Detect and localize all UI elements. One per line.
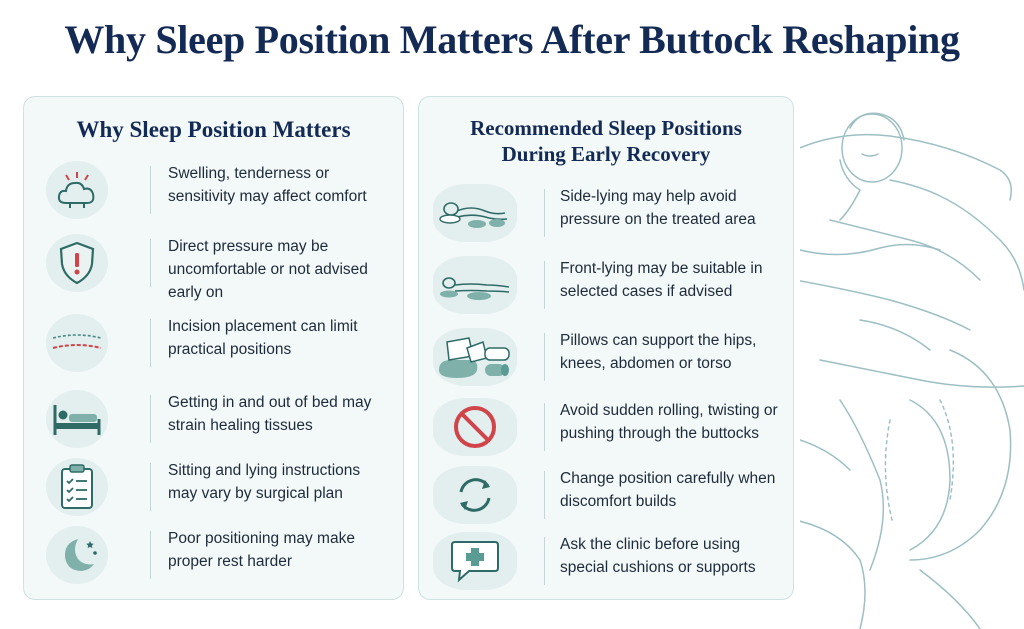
item-text: Ask the clinic before using special cush… — [560, 536, 756, 576]
list-item: Swelling, tenderness or sensitivity may … — [24, 156, 403, 224]
list-item: Side-lying may help avoid pressure on th… — [419, 179, 793, 247]
warning-shield-icon — [46, 234, 108, 292]
swelling-cloud-icon — [46, 161, 108, 219]
medical-chat-icon — [433, 532, 517, 590]
right-panel-title: Recommended Sleep Positions During Early… — [470, 116, 742, 166]
rotate-arrows-icon — [433, 466, 517, 524]
list-item: Poor positioning may make proper rest ha… — [24, 521, 403, 589]
moon-stars-icon — [46, 526, 108, 584]
item-text: Front-lying may be suitable in selected … — [560, 260, 763, 300]
page-title: Why Sleep Position Matters After Buttock… — [64, 17, 960, 62]
pillows-icon — [433, 328, 517, 386]
incision-line-icon — [46, 314, 108, 372]
item-text: Sitting and lying instructions may vary … — [168, 462, 361, 502]
left-panel-title: Why Sleep Position Matters — [76, 117, 351, 142]
item-text: Pillows can support the hips, knees, abd… — [560, 332, 757, 372]
clipboard-checklist-icon — [46, 458, 108, 516]
list-item: Change position carefully when discomfor… — [419, 461, 793, 529]
item-text: Side-lying may help avoid pressure on th… — [560, 188, 756, 228]
list-item: Getting in and out of bed may strain hea… — [24, 385, 403, 453]
sleeping-woman-illustration — [800, 112, 1024, 629]
recommended-positions-panel: Recommended Sleep Positions During Early… — [418, 96, 794, 600]
list-item: Sitting and lying instructions may vary … — [24, 453, 403, 521]
list-item: Ask the clinic before using special cush… — [419, 527, 793, 595]
item-text: Incision placement can limit practical p… — [168, 318, 358, 358]
front-lying-icon — [433, 256, 517, 314]
list-item: Pillows can support the hips, knees, abd… — [419, 323, 793, 391]
list-item: Incision placement can limit practical p… — [24, 309, 403, 377]
side-lying-icon — [433, 184, 517, 242]
why-sleep-position-panel: Why Sleep Position Matters Swelling, ten… — [23, 96, 404, 600]
prohibited-icon — [433, 398, 517, 456]
item-text: Poor positioning may make proper rest ha… — [168, 530, 355, 570]
item-text: Change position carefully when discomfor… — [560, 470, 776, 510]
item-text: Avoid sudden rolling, twisting or pushin… — [560, 402, 778, 442]
item-text: Getting in and out of bed may strain hea… — [168, 394, 372, 434]
list-item: Avoid sudden rolling, twisting or pushin… — [419, 393, 793, 461]
list-item: Front-lying may be suitable in selected … — [419, 251, 793, 319]
item-text: Direct pressure may be uncomfortable or … — [168, 238, 368, 301]
bed-icon — [46, 390, 108, 448]
item-text: Swelling, tenderness or sensitivity may … — [168, 165, 367, 205]
list-item: Direct pressure may be uncomfortable or … — [24, 229, 403, 301]
